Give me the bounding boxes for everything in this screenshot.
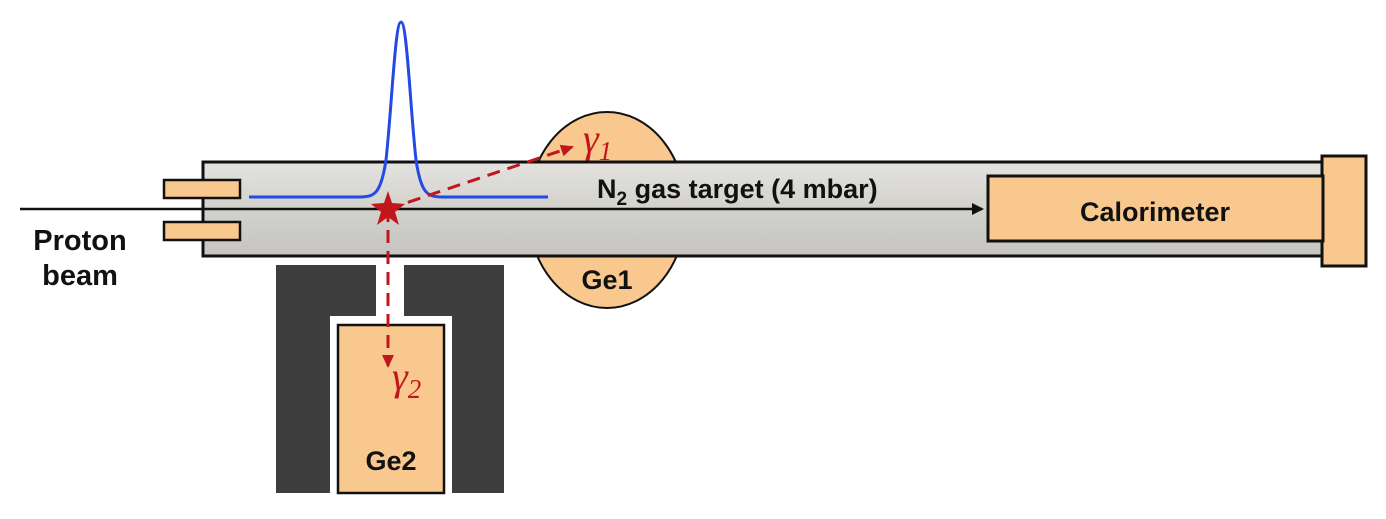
ge1-label: Ge1 bbox=[581, 265, 632, 295]
gamma2-label: γ2 bbox=[392, 354, 421, 404]
gas-target-label: N2 gas target (4 mbar) bbox=[597, 174, 878, 210]
tube-end-cap bbox=[1320, 154, 1368, 268]
gamma1-label: γ1 bbox=[583, 116, 612, 166]
gamma1-path bbox=[387, 144, 574, 211]
ge2-detector bbox=[336, 323, 446, 495]
calorimeter-box bbox=[986, 174, 1325, 243]
calorimeter-label: Calorimeter bbox=[1080, 197, 1231, 227]
ge2-label: Ge2 bbox=[365, 446, 416, 476]
proton-beam-label-line2: beam bbox=[42, 260, 118, 292]
collimator-upper bbox=[162, 178, 242, 200]
reaction-point-star bbox=[371, 191, 405, 225]
collimator-lower bbox=[162, 220, 242, 242]
beam-profile-curve bbox=[249, 20, 548, 199]
proton-beam-label-line1: Proton bbox=[33, 225, 126, 257]
